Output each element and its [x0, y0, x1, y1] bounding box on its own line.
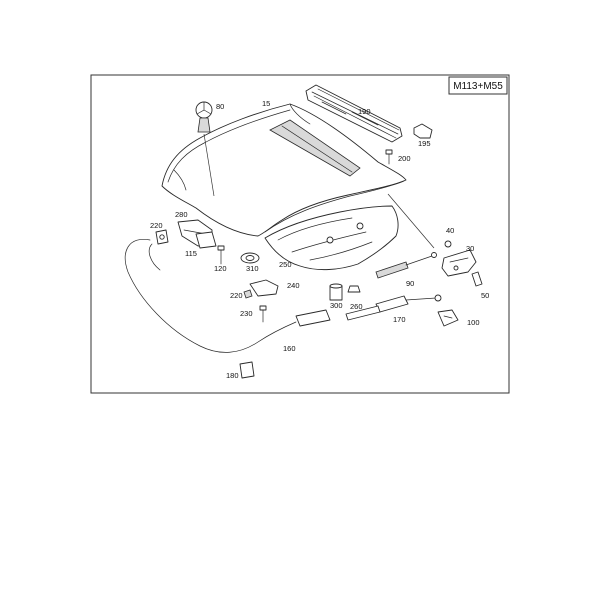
callout-260: 260: [350, 302, 363, 311]
leader-lines: [203, 133, 435, 249]
callout-100: 100: [467, 318, 480, 327]
callout-280: 280: [175, 210, 188, 219]
callout-250: 250: [279, 260, 292, 269]
callout-195: 195: [418, 139, 431, 148]
callout-200: 200: [398, 154, 411, 163]
callout-190: 190: [358, 107, 371, 116]
star-emblem: [195, 101, 213, 133]
hood-seal-strip: [269, 119, 361, 177]
release-lever-handle: [437, 309, 459, 327]
callout-220-lower: 220: [230, 291, 243, 300]
callout-160: 160: [283, 344, 296, 353]
callout-170: 170: [393, 315, 406, 324]
callout-115: 115: [185, 249, 197, 258]
callout-180: 180: [226, 371, 239, 380]
engine-hood: [161, 103, 407, 237]
callout-40: 40: [446, 226, 454, 235]
callout-15: 15: [262, 99, 270, 108]
cowl-grille: [305, 84, 403, 143]
bolt-part-2: [259, 305, 267, 323]
callout-120: 120: [214, 264, 227, 273]
release-lever-cable: [345, 294, 442, 321]
rubber-buffer: [329, 283, 343, 301]
callout-300: 300: [330, 301, 343, 310]
callout-90: 90: [406, 279, 414, 288]
release-cable: [124, 238, 331, 353]
hood-hinge: [441, 240, 483, 287]
grommet-part: [240, 252, 260, 264]
model-designation-box: [448, 76, 508, 95]
callout-50: 50: [481, 291, 489, 300]
model-designation-label: M113+M55: [453, 81, 503, 92]
holder-part: [195, 231, 217, 249]
callout-80: 80: [216, 102, 224, 111]
callout-220-upper: 220: [150, 221, 163, 230]
bolt-part: [217, 245, 225, 265]
hood-insulation-mat: [264, 205, 399, 271]
screw-part: [385, 149, 393, 165]
nut-part: [347, 285, 361, 293]
callout-230: 230: [240, 309, 253, 318]
callout-labels: 80 15 190 195 200 220 280 115 120 310 25…: [150, 99, 489, 380]
hinge-bracket: [243, 279, 279, 299]
clip-part: [413, 123, 433, 139]
cable-clip: [239, 361, 255, 379]
callout-310: 310: [246, 264, 259, 273]
hood-lock-part: [155, 229, 169, 245]
callout-30: 30: [466, 244, 474, 253]
callout-240: 240: [287, 281, 300, 290]
gas-strut: [375, 252, 437, 279]
model-designation: M113+M55: [448, 76, 508, 95]
